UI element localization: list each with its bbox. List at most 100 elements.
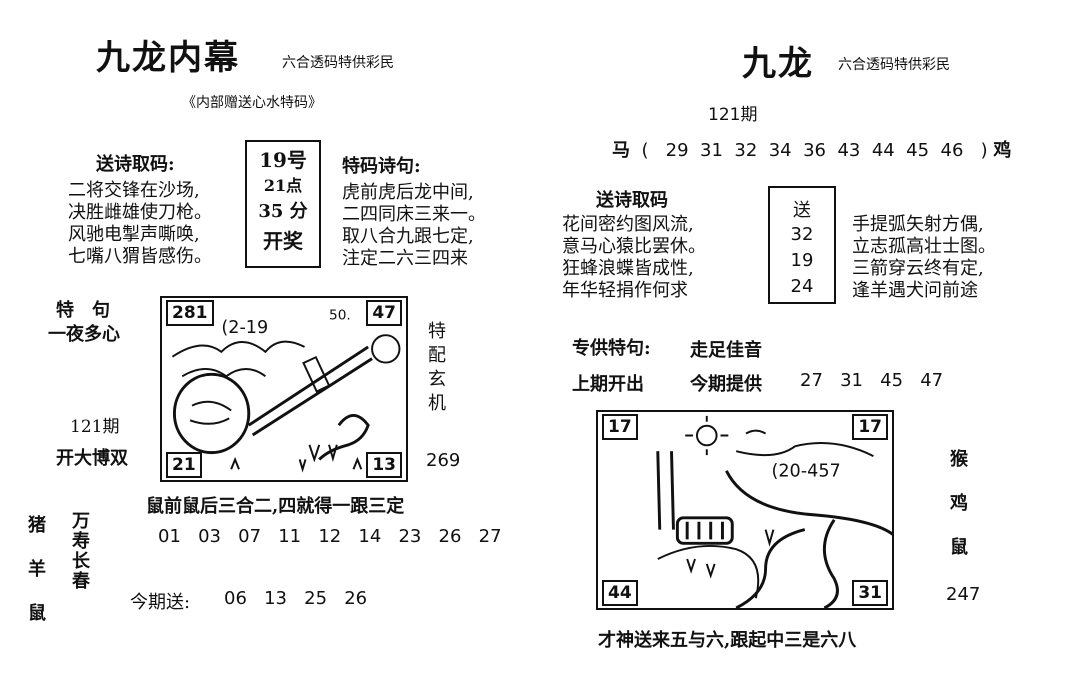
right-sketch-text: (20-457	[771, 462, 840, 482]
blessing-char: 长	[72, 551, 90, 572]
draw-hour: 21点	[263, 176, 303, 195]
left-blessing: 万 寿 长 春	[72, 512, 90, 592]
left-title: 九龙内幕	[96, 38, 240, 78]
left-corner-top-right: 47	[366, 300, 402, 326]
send-number: 19	[790, 250, 814, 271]
blessing-char: 万	[72, 511, 90, 532]
right-side-number: 247	[946, 584, 981, 605]
left-subtitle: 《内部赠送心水特码》	[182, 95, 322, 111]
left-issue: 121期	[70, 417, 120, 437]
number: 45	[906, 140, 930, 161]
zodiac: 猴	[950, 449, 968, 470]
side-label-char: 机	[428, 393, 446, 414]
right-tagline: 六合透码特供彩民	[838, 57, 950, 73]
poem-line: 决胜雌雄使刀枪。	[68, 202, 212, 223]
special-poem-line: 取八合九跟七定,	[342, 226, 474, 247]
zodiac-end: 鸡	[993, 140, 1012, 161]
left-corner-top-left: 281	[166, 300, 214, 326]
right-issue: 121期	[708, 105, 758, 125]
poem-line: 立志孤高壮士图。	[852, 236, 996, 257]
poem-line: 花间密约图风流,	[562, 214, 694, 235]
number: 12	[318, 526, 342, 547]
right-special-label: 专供特句:	[572, 338, 651, 359]
right-footer: 才神送来五与六,跟起中三是六八	[598, 630, 857, 651]
left-poem: 二将交锋在沙场, 决胜雌雄使刀枪。 风驰电掣声嘶唤, 七嘴八猬皆感伤。	[68, 180, 212, 268]
draw-minute: 35 分	[258, 201, 308, 222]
today-numbers: 06 13 25 26	[224, 588, 367, 609]
left-side-label: 特 配 玄 机	[428, 320, 446, 416]
number: 11	[278, 526, 302, 547]
number: 06	[224, 588, 247, 609]
number: 26	[344, 588, 368, 609]
zodiac: 鸡	[950, 493, 968, 514]
poem-line: 风驰电掣声嘶唤,	[68, 224, 200, 245]
right-corner-bottom-right: 31	[852, 580, 888, 606]
number: 07	[238, 526, 262, 547]
left-tagline: 六合透码特供彩民	[282, 55, 394, 71]
left-numbers: 01 03 07 11 12 14 23 26 27	[158, 526, 502, 547]
number: 47	[920, 370, 944, 391]
number: 36	[803, 140, 826, 161]
number: 43	[837, 140, 861, 161]
send-number: 32	[790, 224, 814, 245]
right-sketch-image: (20-457 17 17 44 31	[596, 410, 894, 610]
left-special-poem: 虎前虎后龙中间, 二四同床三来一。 取八合九跟七定, 注定二六三四来	[342, 182, 486, 270]
left-sketch-drawing: (2-19 50.	[171, 308, 401, 473]
left-side-number: 269	[426, 450, 461, 471]
zodiac-start: 马	[612, 140, 630, 161]
right-poem-label: 送诗取码	[596, 190, 668, 211]
number: 13	[264, 588, 287, 609]
draw-day: 19号	[259, 148, 307, 172]
right-numbers-row: 马 ( 29 31 32 34 36 43 44 45 46 ) 鸡	[612, 140, 1012, 161]
poem-line: 手提弧矢射方偶,	[852, 214, 984, 235]
left-corner-bottom-left: 21	[166, 452, 202, 478]
side-label-char: 特	[428, 321, 446, 342]
right-poem: 花间密约图风流, 意马心猿比罢休。 狂蜂浪蝶皆成性, 年华轻捐作何求	[562, 214, 706, 302]
poem-line: 狂蜂浪蝶皆成性,	[562, 258, 694, 279]
special-poem-line: 注定二六三四来	[342, 248, 468, 269]
number: 31	[700, 140, 723, 161]
left-sketch-text2: 50.	[329, 308, 351, 324]
special-phrase: 一夜多心	[48, 324, 120, 345]
send-label: 送	[793, 200, 811, 221]
poem-line: 三箭穿云终有定,	[852, 258, 984, 279]
number: 01	[158, 526, 181, 547]
number: 14	[358, 526, 382, 547]
number: 26	[438, 526, 462, 547]
right-poem2: 手提弧矢射方偶, 立志孤高壮士图。 三箭穿云终有定, 逢羊遇犬问前途	[852, 214, 996, 302]
number: 34	[768, 140, 792, 161]
left-zodiac-column: 猪 羊 鼠	[28, 504, 46, 636]
offer-numbers: 27 31 45 47	[800, 370, 943, 391]
number: 46	[940, 140, 964, 161]
number: 27	[800, 370, 823, 391]
right-corner-top-left: 17	[602, 414, 638, 440]
number: 31	[840, 370, 863, 391]
bet-hint: 开大博双	[56, 448, 128, 469]
blessing-char: 寿	[72, 531, 90, 552]
number: 03	[198, 526, 221, 547]
number: 44	[871, 140, 895, 161]
right-special-text: 走足佳音	[690, 340, 762, 361]
number: 29	[665, 140, 689, 161]
side-label-char: 玄	[428, 369, 446, 390]
poem-line: 意马心猿比罢休。	[562, 236, 706, 257]
number: 32	[734, 140, 758, 161]
number: 27	[478, 526, 502, 547]
blessing-char: 春	[72, 571, 90, 592]
left-special-poem-label: 特码诗句:	[342, 156, 421, 177]
right-corner-bottom-left: 44	[602, 580, 638, 606]
zodiac: 猪	[28, 515, 46, 536]
special-poem-line: 二四同床三来一。	[342, 204, 486, 225]
left-sketch-text: (2-19	[221, 318, 268, 338]
last-issue-label: 上期开出	[572, 374, 644, 395]
right-zodiac-column: 猴 鸡 鼠	[950, 438, 968, 570]
side-label-char: 配	[428, 345, 446, 366]
special-poem-line: 虎前虎后龙中间,	[342, 182, 474, 203]
send-box: 送 32 19 24	[768, 186, 836, 304]
today-label: 今期送:	[130, 592, 191, 613]
right-corner-top-right: 17	[852, 414, 888, 440]
zodiac: 鼠	[28, 603, 46, 624]
left-riddle: 鼠前鼠后三合二,四就得一跟三定	[146, 496, 405, 517]
poem-line: 逢羊遇犬问前途	[852, 280, 978, 301]
offer-label: 今期提供	[690, 374, 762, 395]
